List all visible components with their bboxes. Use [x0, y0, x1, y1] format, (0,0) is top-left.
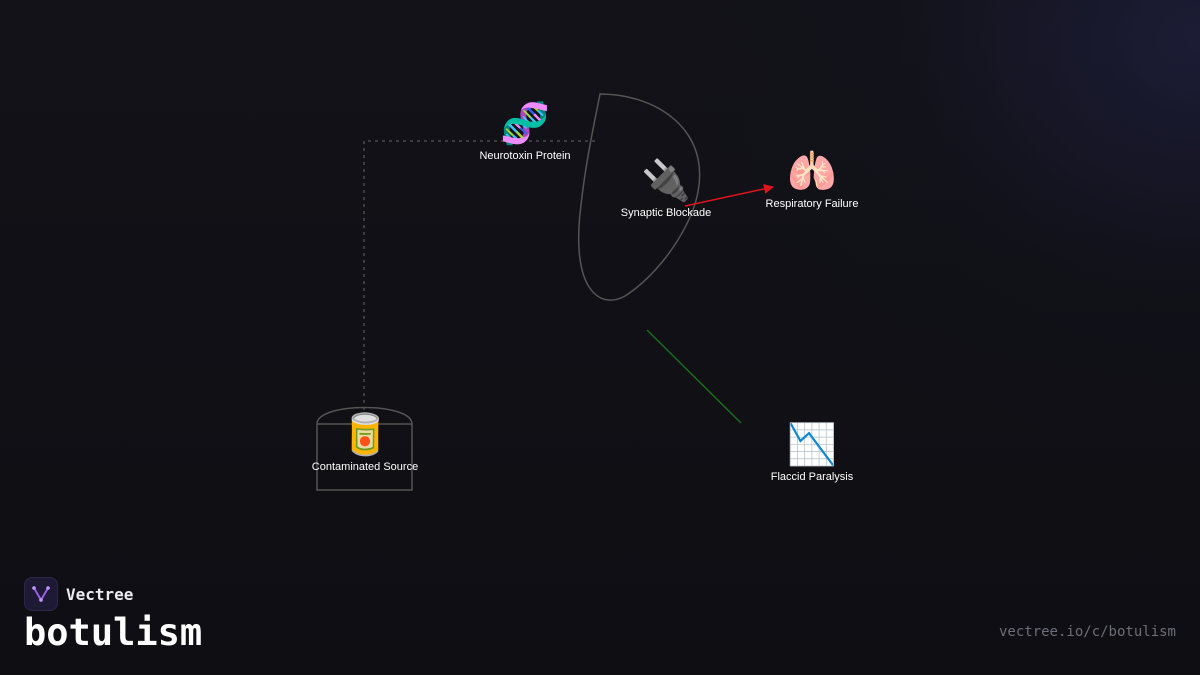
node-flaccid-paralysis[interactable]: 📉 Flaccid Paralysis: [771, 421, 854, 483]
node-label: Neurotoxin Protein: [479, 150, 571, 162]
plug-icon: 🔌: [641, 158, 691, 204]
dna-icon: 🧬: [500, 101, 550, 147]
node-synaptic-blockade[interactable]: 🔌 Synaptic Blockade: [621, 157, 712, 219]
node-label: Respiratory Failure: [765, 198, 859, 210]
node-label: Synaptic Blockade: [620, 207, 712, 219]
page-title: botulism: [24, 611, 203, 654]
node-contaminated-source[interactable]: 🥫 Contaminated Source: [312, 411, 418, 473]
page-url[interactable]: vectree.io/c/botulism: [998, 624, 1176, 640]
brand-name: Vectree: [66, 584, 134, 604]
canned-food-icon: 🥫: [340, 412, 390, 458]
chart-decreasing-icon: 📉: [787, 422, 837, 468]
container-cylinder-outline: [316, 406, 413, 491]
arrow-synaptic-to-respiratory: [684, 184, 774, 207]
connector-synaptic-to-paralysis: [646, 329, 742, 424]
dotted-connector-source-to-neurotoxin: [363, 140, 597, 410]
brand: Vectree: [24, 577, 133, 611]
vectree-logo-icon: [24, 577, 58, 611]
node-label: Flaccid Paralysis: [770, 471, 854, 483]
node-label: Contaminated Source: [311, 461, 419, 473]
synaptic-region-outline: [577, 93, 701, 301]
node-neurotoxin-protein[interactable]: 🧬 Neurotoxin Protein: [479, 100, 570, 162]
lungs-icon: 🫁: [787, 149, 837, 195]
node-respiratory-failure[interactable]: 🫁 Respiratory Failure: [766, 148, 859, 210]
